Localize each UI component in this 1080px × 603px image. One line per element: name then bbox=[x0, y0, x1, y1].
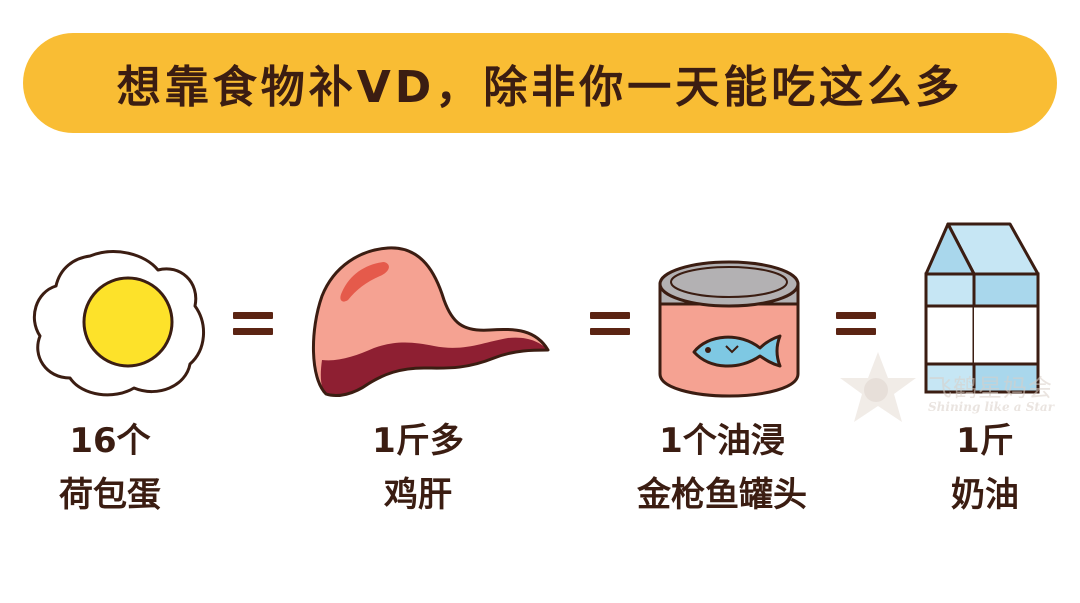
star-logo-icon bbox=[840, 352, 916, 422]
equals-sign bbox=[836, 312, 876, 336]
caption-butter: 1斤 奶油 bbox=[900, 414, 1070, 522]
chicken-liver-icon bbox=[304, 238, 556, 402]
caption-line2: 荷包蛋 bbox=[59, 475, 161, 515]
page-title: 想靠食物补VD，除非你一天能吃这么多 bbox=[116, 62, 964, 113]
equals-sign bbox=[590, 312, 630, 336]
watermark-subtext: Shining like a Star bbox=[928, 400, 1055, 414]
caption-line2: 奶油 bbox=[951, 475, 1019, 515]
caption-line1: 1个油浸 bbox=[659, 421, 785, 461]
watermark: 飞鹤星妈会 Shining like a Star bbox=[830, 348, 1070, 428]
title-banner: 想靠食物补VD，除非你一天能吃这么多 bbox=[23, 33, 1057, 133]
fried-egg-icon bbox=[30, 248, 208, 398]
caption-line1: 16个 bbox=[69, 421, 151, 461]
butter-carton-icon bbox=[918, 218, 1044, 396]
equals-sign bbox=[233, 312, 273, 336]
watermark-text: 飞鹤星妈会 bbox=[928, 374, 1053, 402]
caption-tuna: 1个油浸 金枪鱼罐头 bbox=[612, 414, 832, 522]
caption-line1: 1斤多 bbox=[372, 421, 464, 461]
caption-egg: 16个 荷包蛋 bbox=[20, 414, 200, 522]
caption-line2: 鸡肝 bbox=[384, 475, 452, 515]
caption-line2: 金枪鱼罐头 bbox=[637, 475, 807, 515]
tuna-can-icon bbox=[654, 256, 804, 398]
caption-line1: 1斤 bbox=[956, 421, 1014, 461]
caption-liver: 1斤多 鸡肝 bbox=[328, 414, 508, 522]
